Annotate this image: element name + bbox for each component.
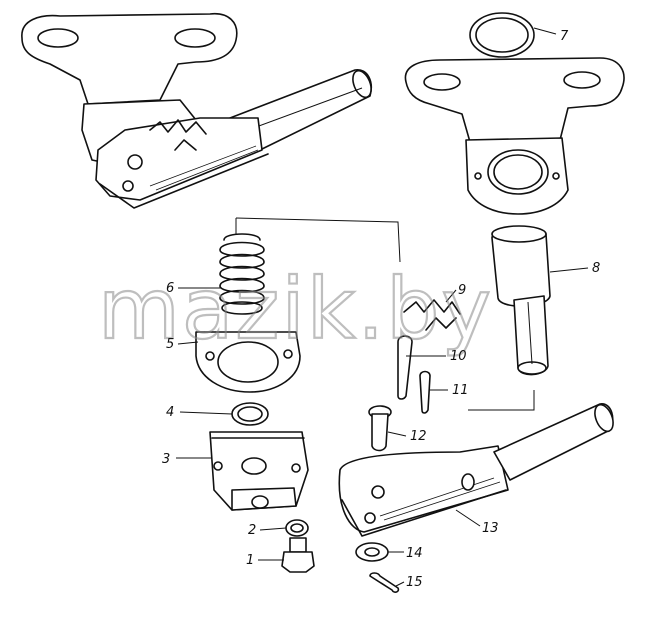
- part-15-split-pin: [369, 572, 400, 593]
- label-9: 9: [458, 283, 466, 298]
- part-5-plate: [195, 331, 301, 393]
- part-3-block: [209, 431, 309, 511]
- label-1: 1: [246, 553, 254, 568]
- watermark-text: mazik.by: [98, 260, 493, 358]
- label-5: 5: [166, 337, 174, 352]
- label-6: 6: [166, 281, 174, 296]
- label-4: 4: [166, 405, 174, 420]
- label-7: 7: [560, 29, 569, 44]
- label-2: 2: [248, 523, 256, 538]
- part-6-spring: [219, 233, 265, 315]
- label-3: 3: [162, 452, 170, 467]
- part-8-shaft: [491, 225, 551, 376]
- assembled-bracket-top-left: [21, 13, 372, 209]
- part-7-ring: [469, 12, 535, 58]
- part-9-spring-clip: [403, 299, 461, 331]
- label-14: 14: [406, 546, 423, 561]
- part-2-washer: [285, 519, 309, 537]
- label-11: 11: [452, 383, 469, 398]
- label-15: 15: [406, 575, 423, 590]
- part-labels: 7 8 6 5 4 3 2 1 9 10 11 12 13 14 15: [162, 29, 600, 590]
- part-11-pin: [419, 370, 431, 414]
- label-12: 12: [410, 429, 427, 444]
- bracket-top-right: [404, 57, 625, 215]
- label-10: 10: [450, 349, 467, 364]
- part-12-clevis-pin: [368, 405, 392, 452]
- label-8: 8: [592, 261, 600, 276]
- part-1-bolt: [281, 537, 315, 573]
- part-14-washer: [355, 542, 389, 562]
- label-13: 13: [482, 521, 499, 536]
- part-10-cotter-pin: [397, 335, 413, 400]
- part-4-washer: [231, 402, 269, 426]
- leader-lines: [176, 27, 589, 587]
- part-13-lever: [338, 403, 614, 537]
